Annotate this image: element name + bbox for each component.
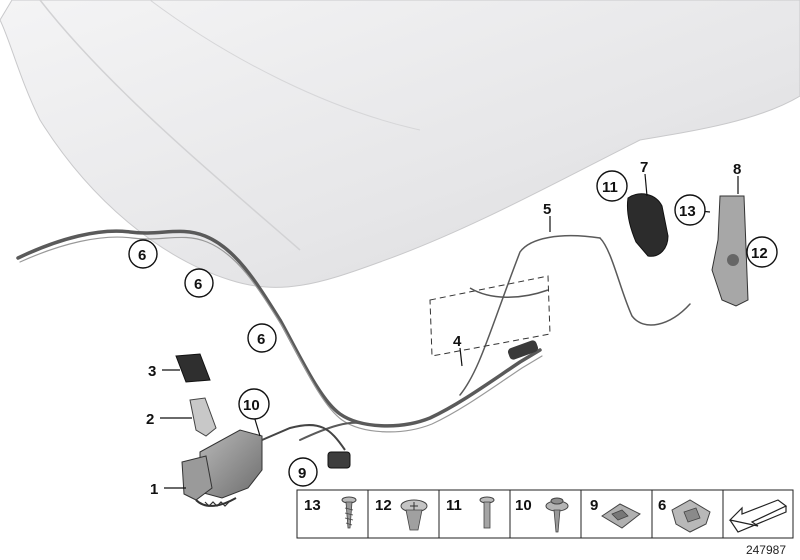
hardware-legend: 13 12 11 10 9 6 (296, 489, 794, 539)
callout-7: 7 (640, 159, 648, 176)
callout-1: 1 (150, 481, 158, 498)
legend-label-12: 12 (375, 497, 392, 514)
callout-5: 5 (543, 201, 551, 218)
callout-2: 2 (146, 411, 154, 428)
callout-11: 11 (602, 179, 618, 196)
callout-8: 8 (733, 161, 741, 178)
callout-6c: 6 (257, 331, 265, 348)
screw-icon (341, 496, 357, 529)
release-cable (16, 229, 691, 441)
callout-10: 10 (243, 397, 260, 414)
legend-label-10: 10 (515, 497, 532, 514)
collar-screw-icon (545, 497, 569, 533)
callouts: 1 2 3 4 5 6 6 6 7 8 9 10 11 12 13 (128, 159, 778, 498)
speed-nut-icon (601, 503, 641, 529)
callout-4: 4 (453, 333, 462, 350)
bolt-icon (479, 496, 495, 529)
legend-label-9: 9 (590, 497, 598, 514)
hood-panel (0, 0, 800, 288)
cable-clip-icon (671, 499, 711, 533)
callout-12: 12 (751, 245, 768, 262)
callout-3: 3 (148, 363, 156, 380)
reference-number: 247987 (745, 543, 786, 557)
arrow-icon (728, 499, 788, 533)
lock-bracket (711, 195, 749, 307)
hood-lock (181, 424, 346, 507)
callout-6b: 6 (194, 276, 202, 293)
legend-label-11: 11 (446, 497, 462, 514)
release-handle (175, 353, 211, 383)
legend-label-13: 13 (304, 497, 321, 514)
expanding-rivet-icon (400, 499, 428, 531)
callout-6a: 6 (138, 247, 146, 264)
callout-9: 9 (298, 465, 306, 482)
cable-connector (327, 451, 351, 469)
bowden-cable (429, 275, 551, 360)
callout-13: 13 (679, 203, 696, 220)
release-grip (627, 193, 669, 257)
bracket (189, 397, 217, 437)
legend-label-6: 6 (658, 497, 666, 514)
